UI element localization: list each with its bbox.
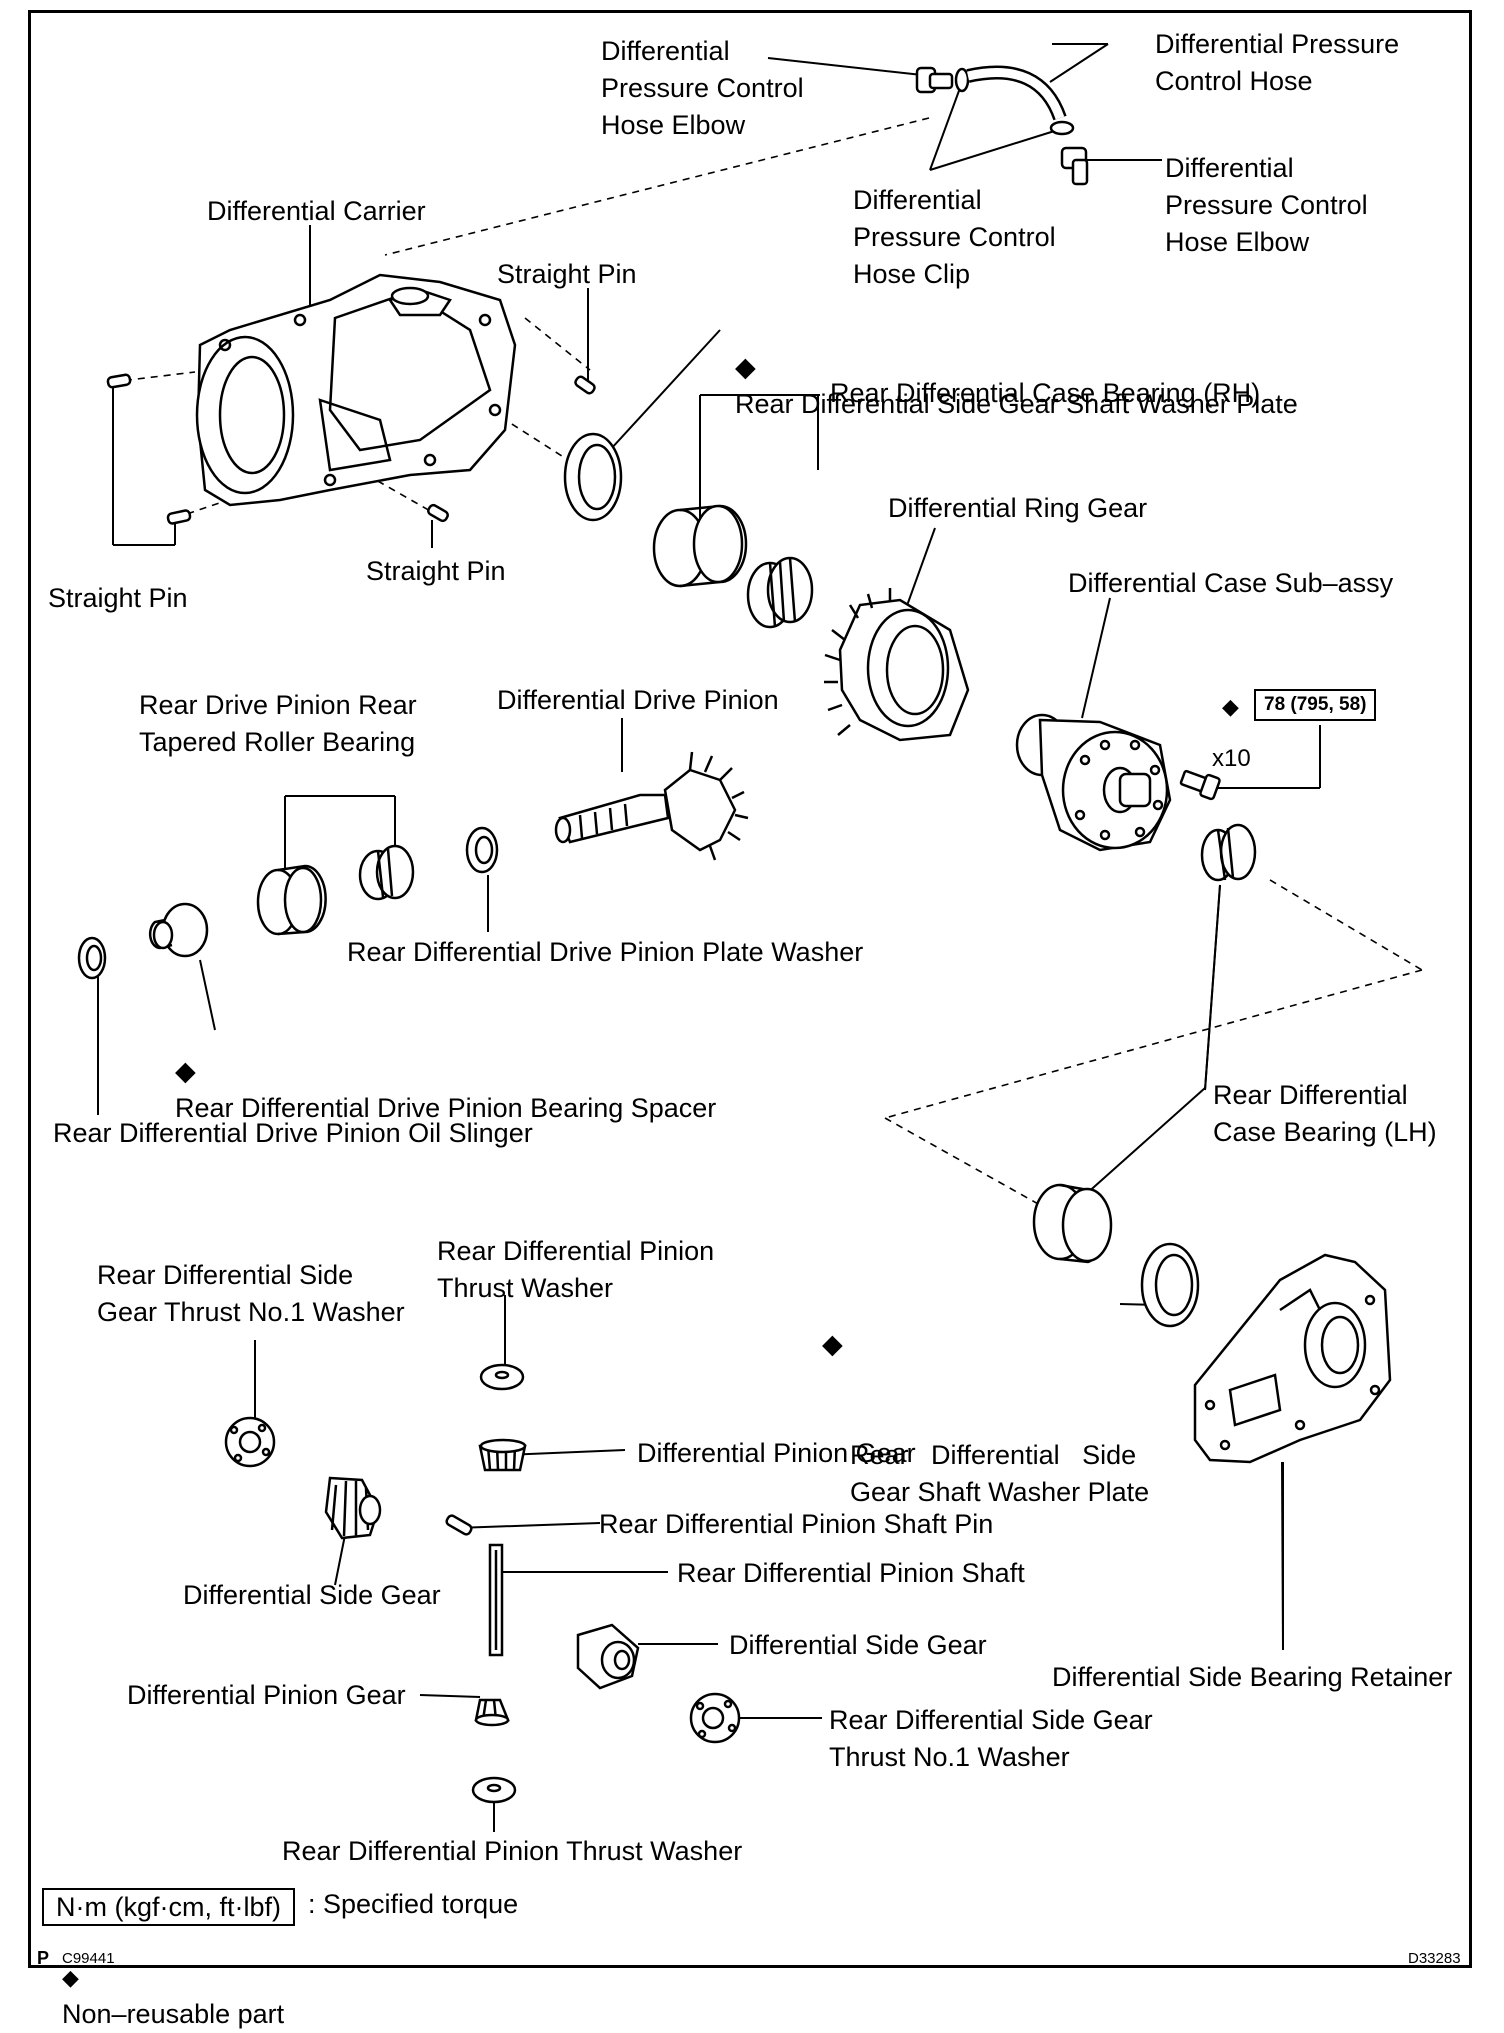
label-bolt-count: x10 — [1212, 745, 1251, 772]
label-case-bearing-lh: Rear Differential Case Bearing (LH) — [1213, 1080, 1437, 1147]
label-side-gear-left: Differential Side Gear — [183, 1580, 441, 1610]
side-gear-shaft-washer-plate-right-icon — [1140, 1242, 1200, 1328]
label-side-gear-shaft-washer-plate-top: ◆ Rear Differential Side Gear Shaft Wash… — [720, 312, 1298, 423]
label-case-sub-assy: Differential Case Sub–assy — [1068, 568, 1394, 598]
torque-nonreusable-diamond: ◆ — [1222, 694, 1239, 719]
label-case-bearing-rh: Rear Differential Case Bearing (RH) — [830, 378, 1261, 408]
label-hose-clip: Differential Pressure Control Hose Clip — [853, 185, 1056, 289]
label-pinion-thrust-washer-bottom: Rear Differential Pinion Thrust Washer — [282, 1836, 743, 1866]
straight-pin-lower-icon — [166, 509, 192, 525]
label-pinion-bearing-spacer: ◆ Rear Differential Drive Pinion Bearing… — [160, 1016, 716, 1127]
label-text: Rear Differential Side Gear Shaft Washer… — [735, 389, 1298, 419]
label-straight-pin-bottom: Straight Pin — [366, 556, 506, 586]
pinion-plate-washer-icon — [465, 826, 499, 874]
label-text: Rear Differential Side Gear Shaft Washer… — [850, 1440, 1150, 1507]
pinion-shaft-pin-icon — [445, 1514, 473, 1536]
label-oil-slinger: Rear Differential Drive Pinion Oil Sling… — [53, 1118, 533, 1148]
nonreusable-diamond: ◆ — [175, 1056, 196, 1086]
case-bearing-lh-race-icon — [1032, 1183, 1113, 1264]
label-straight-pin-left: Straight Pin — [48, 583, 188, 613]
case-bearing-lh-cone-icon — [1200, 823, 1257, 882]
label-pinion-shaft-pin: Rear Differential Pinion Shaft Pin — [599, 1509, 994, 1539]
pinion-thrust-washer-top-icon — [479, 1363, 525, 1391]
label-pinion-thrust-washer-top: Rear Differential Pinion Thrust Washer — [437, 1236, 715, 1303]
straight-pin-top-icon — [574, 375, 596, 395]
side-gear-right-icon — [576, 1623, 640, 1690]
label-hose-elbow-top: Differential Pressure Control Hose Elbow — [601, 36, 804, 140]
label-drive-pinion-rear-bearing: Rear Drive Pinion Rear Tapered Roller Be… — [139, 690, 417, 757]
bearing-spacer-icon — [148, 902, 209, 958]
nonreusable-diamond: ◆ — [735, 352, 756, 382]
ring-gear-icon — [824, 588, 970, 742]
drive-pinion-icon — [554, 751, 749, 861]
label-pinion-gear-top: Differential Pinion Gear — [637, 1438, 916, 1468]
side-gear-thrust-washer-left-icon — [224, 1416, 276, 1468]
label-differential-carrier: Differential Carrier — [207, 196, 426, 226]
footer-figure-code: C99441 — [62, 1950, 115, 1967]
drive-pinion-rear-bearing-cone-icon — [358, 844, 415, 901]
legend-torque-units-box: N·m (kgf·cm, ft·lbf) — [42, 1888, 295, 1926]
nonreusable-diamond: ◆ — [822, 1329, 843, 1359]
label-straight-pin-top: Straight Pin — [497, 259, 637, 289]
case-bolt-icon — [1179, 769, 1221, 801]
label-drive-pinion: Differential Drive Pinion — [497, 685, 779, 715]
label-pinion-shaft: Rear Differential Pinion Shaft — [677, 1558, 1025, 1588]
pinion-gear-bottom-icon — [474, 1698, 510, 1727]
exploded-diagram-art — [77, 43, 1423, 1832]
oil-slinger-icon — [77, 936, 107, 980]
label-side-gear-thrust-washer-right: Rear Differential Side Gear Thrust No.1 … — [829, 1705, 1153, 1772]
label-pressure-control-hose: Differential Pressure Control Hose — [1155, 29, 1400, 96]
label-side-gear-thrust-washer-left: Rear Differential Side Gear Thrust No.1 … — [97, 1260, 405, 1327]
label-side-gear-shaft-washer-plate-right: ◆ Rear Differential Side Gear Shaft Wash… — [822, 1326, 1149, 1548]
case-bearing-rh-race-icon — [652, 504, 748, 588]
differential-case-sub-assy-icon — [1015, 713, 1172, 852]
side-bearing-retainer-icon — [1193, 1253, 1392, 1464]
legend-nonreusable: ◆ Non–reusable part — [47, 1921, 284, 2033]
label-pinion-gear-bottom: Differential Pinion Gear — [127, 1680, 406, 1710]
hose-elbow-right-icon — [1060, 146, 1089, 186]
label-ring-gear: Differential Ring Gear — [888, 493, 1148, 523]
legend-torque-text: : Specified torque — [308, 1889, 519, 1919]
leader-lines — [97, 43, 1321, 1832]
footer-page-prefix: P — [37, 1948, 50, 1968]
hose-elbow-top-icon — [915, 66, 954, 94]
legend-nonreusable-text: Non–reusable part — [62, 1999, 285, 2029]
pinion-shaft-icon — [488, 1543, 504, 1657]
hose-clip-top-icon — [954, 67, 970, 93]
side-gear-thrust-washer-right-icon — [689, 1692, 741, 1744]
straight-pin-bottom-icon — [427, 503, 449, 523]
side-gear-left-icon — [324, 1476, 382, 1540]
footer-drawing-code: D33283 — [1408, 1950, 1461, 1967]
pinion-gear-top-icon — [478, 1438, 527, 1472]
label-pinion-plate-washer: Rear Differential Drive Pinion Plate Was… — [347, 937, 864, 967]
label-side-bearing-retainer: Differential Side Bearing Retainer — [1052, 1662, 1453, 1692]
assembly-dash-lines — [111, 117, 1423, 1206]
pinion-thrust-washer-bottom-icon — [471, 1776, 517, 1804]
label-hose-elbow-right: Differential Pressure Control Hose Elbow — [1165, 153, 1368, 257]
differential-carrier-icon — [195, 273, 517, 507]
side-gear-shaft-washer-plate-top-icon — [563, 432, 623, 522]
label-side-gear-right: Differential Side Gear — [729, 1630, 987, 1660]
case-bearing-rh-cone-icon — [746, 556, 814, 629]
drive-pinion-rear-bearing-race-icon — [256, 864, 327, 936]
hose-clip-bottom-icon — [1049, 120, 1075, 136]
label-text: Rear Differential Drive Pinion Bearing S… — [175, 1093, 717, 1123]
nonreusable-diamond: ◆ — [62, 1965, 79, 1990]
torque-value-box: 78 (795, 58) — [1254, 689, 1377, 721]
straight-pin-left-icon — [106, 373, 132, 389]
